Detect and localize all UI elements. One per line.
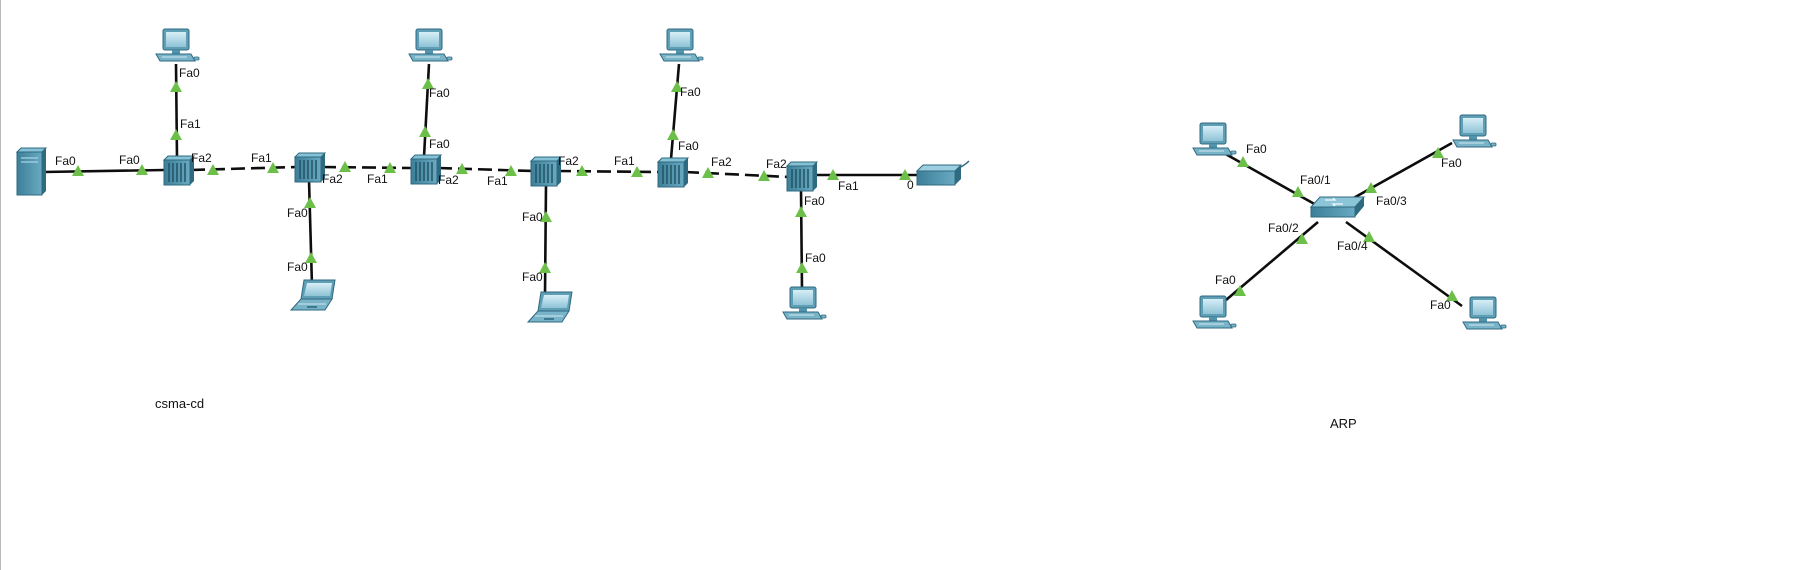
link-up-indicator bbox=[419, 126, 431, 137]
port-label: Fa2 bbox=[766, 157, 787, 171]
port-label: Fa2 bbox=[438, 173, 459, 187]
port-label: Fa0 bbox=[522, 270, 543, 284]
port-label: Fa1 bbox=[180, 117, 201, 131]
canvas-border bbox=[0, 0, 1, 570]
topology-label-arp: ARP bbox=[1330, 416, 1357, 431]
hub-icon[interactable] bbox=[163, 155, 195, 186]
link-hub1-hub2[interactable] bbox=[190, 165, 298, 172]
pc-icon[interactable] bbox=[1462, 296, 1507, 330]
port-label: Fa1 bbox=[367, 172, 388, 186]
pc-icon[interactable] bbox=[659, 28, 704, 62]
port-label: Fa0/3 bbox=[1376, 194, 1407, 208]
pc-icon[interactable] bbox=[155, 28, 200, 62]
port-label: Fa0 bbox=[429, 86, 450, 100]
pc-icon[interactable] bbox=[1192, 122, 1237, 156]
port-label: Fa1 bbox=[487, 174, 508, 188]
link-hub6-pc-bottom[interactable] bbox=[799, 188, 804, 291]
port-label: Fa0 bbox=[680, 85, 701, 99]
port-label: Fa0/4 bbox=[1337, 239, 1368, 253]
port-label: Fa0 bbox=[287, 260, 308, 274]
port-label: Fa0 bbox=[1246, 142, 1267, 156]
link-server-hub1[interactable] bbox=[43, 168, 166, 174]
link-hub2-hub3[interactable] bbox=[321, 165, 413, 170]
port-labels: Fa0 Fa0 Fa1 Fa0 Fa2 Fa1 Fa0 Fa0 Fa2 Fa1 … bbox=[55, 66, 1462, 312]
link-hub5-pc-top3[interactable] bbox=[669, 63, 681, 160]
port-label: Fa0 bbox=[119, 153, 140, 167]
port-label: Fa1 bbox=[614, 154, 635, 168]
port-label: Fa2 bbox=[322, 172, 343, 186]
port-label: Fa0/2 bbox=[1268, 221, 1299, 235]
port-label: 0 bbox=[907, 178, 914, 192]
hub-icon[interactable] bbox=[786, 161, 818, 192]
link-hub3-hub4[interactable] bbox=[437, 166, 534, 173]
port-label: Fa0 bbox=[804, 194, 825, 208]
hub-icon[interactable] bbox=[530, 156, 562, 187]
port-label: Fa2 bbox=[191, 151, 212, 165]
port-label: Fa0 bbox=[55, 154, 76, 168]
port-label: Fa0 bbox=[678, 139, 699, 153]
link-switch-arp-pc-br[interactable] bbox=[1345, 220, 1463, 308]
link-switch-arp-pc-tl[interactable] bbox=[1221, 150, 1319, 208]
hub-icon[interactable] bbox=[410, 154, 442, 185]
port-label: Fa0 bbox=[522, 210, 543, 224]
link-hub1-pc-top1[interactable] bbox=[174, 63, 179, 159]
link-up-indicator bbox=[170, 81, 182, 92]
pc-icon[interactable] bbox=[408, 28, 453, 62]
laptop-icon[interactable] bbox=[290, 279, 336, 311]
link-hub4-laptop2[interactable] bbox=[543, 184, 548, 295]
port-label: Fa2 bbox=[711, 155, 732, 169]
port-label: Fa0 bbox=[1441, 156, 1462, 170]
link-up-indicator bbox=[1365, 182, 1377, 193]
port-label: Fa0 bbox=[179, 66, 200, 80]
link-hub4-hub5[interactable] bbox=[556, 169, 661, 174]
hub-icon[interactable] bbox=[657, 157, 689, 188]
port-label: Fa1 bbox=[838, 179, 859, 193]
hub-icon[interactable] bbox=[294, 152, 326, 183]
pc-icon[interactable] bbox=[1452, 114, 1497, 148]
port-label: Fa0 bbox=[805, 251, 826, 265]
port-label: Fa0/1 bbox=[1300, 173, 1331, 187]
port-label: Fa0 bbox=[429, 137, 450, 151]
router-icon[interactable] bbox=[916, 160, 970, 186]
pc-icon[interactable] bbox=[782, 286, 827, 320]
switch-icon[interactable] bbox=[1310, 196, 1365, 218]
pc-icon[interactable] bbox=[1192, 295, 1237, 329]
topology-label-csma-cd: csma-cd bbox=[155, 396, 204, 411]
port-label: Fa0 bbox=[1215, 273, 1236, 287]
link-hub5-hub6[interactable] bbox=[684, 170, 790, 179]
port-label: Fa0 bbox=[287, 206, 308, 220]
links bbox=[43, 63, 1463, 308]
server-icon[interactable] bbox=[16, 147, 47, 196]
laptop-icon[interactable] bbox=[527, 291, 573, 323]
port-label: Fa2 bbox=[558, 154, 579, 168]
port-label: Fa0 bbox=[1430, 298, 1451, 312]
port-label: Fa1 bbox=[251, 151, 272, 165]
link-indicators bbox=[72, 78, 1458, 301]
link-hub2-laptop1[interactable] bbox=[307, 179, 314, 287]
